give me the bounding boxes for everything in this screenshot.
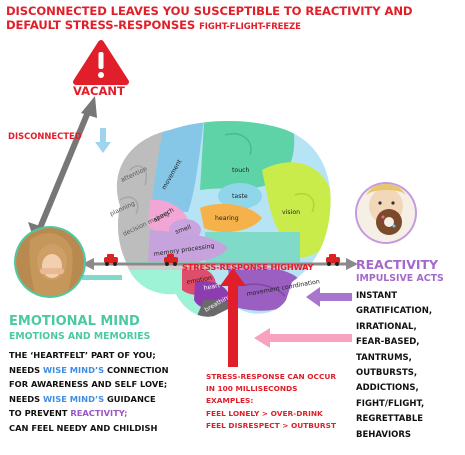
car-icon bbox=[164, 254, 178, 266]
em-line-2: NEEDS WISE MIND’S CONNECTION bbox=[9, 363, 169, 378]
stress-highway-line bbox=[82, 258, 358, 270]
em-line-5-pre: TO PREVENT bbox=[9, 408, 71, 419]
title-line-2: DEFAULT STRESS-RESPONSES FIGHT-FLIGHT-FR… bbox=[6, 18, 461, 34]
car-icon bbox=[326, 254, 340, 266]
stress-response-text: STRESS-RESPONSE CAN OCCUR IN 100 MILLISE… bbox=[206, 372, 337, 430]
em-line-4: NEEDS WISE MIND’S GUIDANCE bbox=[9, 392, 169, 407]
pink-left-arrow-icon bbox=[254, 328, 352, 348]
purple-left-arrow-icon bbox=[306, 287, 352, 307]
teal-right-arrow-icon bbox=[82, 275, 122, 280]
em-line-3: FOR AWARENESS AND SELF LOVE; bbox=[9, 379, 168, 390]
emotional-mind-title: EMOTIONAL MIND bbox=[9, 314, 140, 329]
page-title: DISCONNECTED LEAVES YOU SUSCEPTIBLE TO R… bbox=[6, 4, 461, 34]
light-blue-arrow-icon bbox=[95, 128, 111, 153]
em-line-4-post: GUIDANCE bbox=[104, 393, 156, 404]
car-icon bbox=[104, 254, 118, 266]
warning-triangle-icon bbox=[73, 40, 129, 85]
stress-response-highway-label: STRESS-RESPONSE HIGHWAY bbox=[182, 262, 314, 272]
label-emotion: emotion bbox=[186, 275, 212, 286]
emotional-mind-avatar bbox=[14, 226, 86, 298]
label-hearing: hearing bbox=[215, 215, 239, 222]
vacant-label: VACANT bbox=[73, 84, 125, 98]
disconnected-arrow-icon bbox=[28, 96, 97, 242]
title-small-text: FIGHT-FLIGHT-FREEZE bbox=[199, 22, 301, 32]
emotional-mind-body: THE ‘HEARTFELT’ PART OF YOU; NEEDS WISE … bbox=[9, 348, 169, 436]
em-line-2-highlight: WISE MIND’S bbox=[43, 364, 105, 375]
label-vision: vision bbox=[282, 209, 300, 216]
reactivity-avatar bbox=[355, 182, 417, 244]
em-line-1: THE ‘HEARTFELT’ PART OF YOU; bbox=[9, 350, 156, 360]
title-line-1: DISCONNECTED LEAVES YOU SUSCEPTIBLE TO R… bbox=[6, 4, 413, 18]
em-line-6: CAN FEEL NEEDY AND CHILDISH bbox=[9, 422, 158, 433]
red-up-arrow-icon bbox=[220, 268, 246, 367]
em-line-5-highlight: REACTIVITY; bbox=[70, 408, 128, 419]
label-touch: touch bbox=[232, 167, 250, 174]
label-taste: taste bbox=[232, 193, 248, 200]
reactivity-body: INSTANT GRATIFICATION, IRRATIONAL, FEAR-… bbox=[356, 291, 433, 440]
em-line-5: TO PREVENT REACTIVITY; bbox=[9, 406, 169, 421]
em-line-2-post: CONNECTION bbox=[104, 364, 169, 375]
reactivity-subtitle: IMPULSIVE ACTS bbox=[356, 273, 444, 284]
emotional-mind-subtitle: EMOTIONS AND MEMORIES bbox=[9, 331, 151, 342]
disconnected-label: DISCONNECTED bbox=[8, 131, 82, 141]
em-line-4-pre: NEEDS bbox=[9, 393, 44, 404]
reactivity-title: REACTIVITY bbox=[356, 257, 439, 272]
em-line-4-highlight: WISE MIND’S bbox=[43, 393, 105, 404]
em-line-2-pre: NEEDS bbox=[9, 364, 44, 375]
title-line-2-text: DEFAULT STRESS-RESPONSES bbox=[6, 18, 196, 32]
